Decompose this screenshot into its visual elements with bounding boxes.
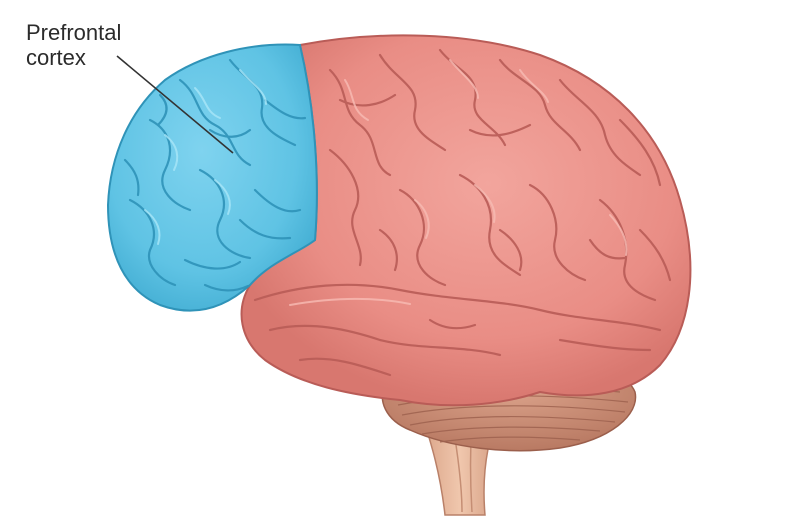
cerebrum [240,34,692,407]
prefrontal-cortex-region [106,43,318,312]
annotation-leader-line [116,55,234,154]
label-line-1: Prefrontal [26,20,122,45]
prefrontal-cortex-label: Prefrontal cortex [26,20,121,70]
label-line-2: cortex [26,45,86,70]
